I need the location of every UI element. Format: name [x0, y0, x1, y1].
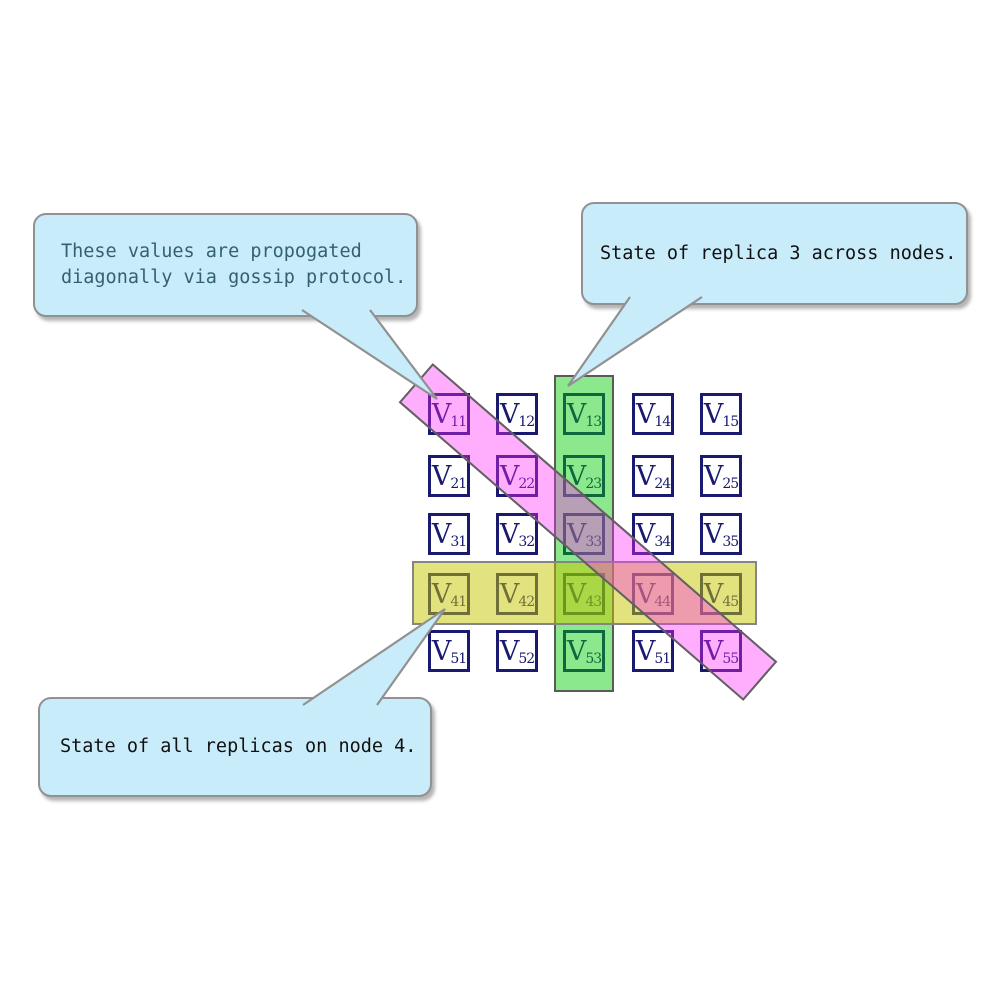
callout-replica-3: State of replica 3 across nodes. [581, 202, 968, 305]
callout-gossip-protocol: These values are propogated diagonally v… [33, 213, 418, 317]
column-3-highlight-band [554, 375, 614, 692]
callout-node-4-line: State of all replicas on node 4. [60, 736, 417, 757]
callout-gossip-line-1: These values are propogated [61, 241, 362, 262]
row-4-highlight-band [412, 561, 757, 625]
callout-node-4: State of all replicas on node 4. [38, 697, 432, 797]
callout-replica-3-line: State of replica 3 across nodes. [600, 242, 957, 264]
leader-replica3-to-column [567, 296, 703, 387]
callout-gossip-line-2: diagonally via gossip protocol. [61, 267, 407, 288]
